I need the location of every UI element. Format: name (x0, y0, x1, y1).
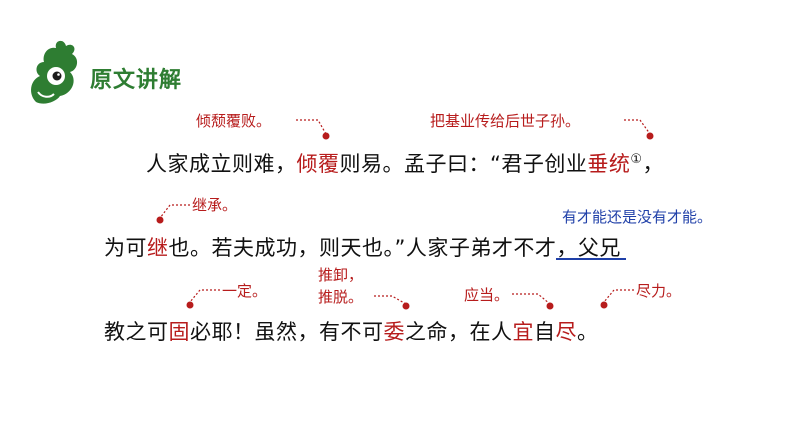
annotation-gu: 一定。 (222, 282, 268, 300)
text-line2-part1: 为可 (104, 236, 147, 260)
text-line1-part3: ， (642, 152, 665, 176)
highlight-jin: 尽 (555, 320, 577, 344)
annotation-chuitong: 把基业传给后世子孙。 (430, 112, 581, 130)
text-line3-part3: 之命，在人 (405, 320, 513, 344)
caibucai-underline (556, 258, 626, 260)
underlined-caibucai: 才不才 (491, 236, 557, 260)
squirrel-logo-icon (26, 36, 86, 108)
highlight-qingfu: 倾覆 (296, 152, 340, 176)
annotation-qingfu: 倾颓覆败。 (196, 112, 272, 130)
highlight-wei: 委 (383, 320, 405, 344)
highlight-chuitong: 垂统 (587, 152, 631, 176)
highlight-yi: 宜 (512, 320, 534, 344)
footnote-marker: ① (630, 152, 643, 167)
annotation-jin: 尽力。 (636, 282, 682, 300)
text-line-1: 人家成立则难，倾覆则易。孟子曰：“君子创业垂统①， (146, 148, 664, 178)
text-line-2: 为可继也。若夫成功，则天也。”人家子弟才不才，父兄 (104, 232, 621, 262)
annotation-yi: 应当。 (464, 286, 510, 304)
text-line-3: 教之可固必耶！虽然，有不可委之命，在人宜自尽。 (104, 316, 599, 346)
section-title: 原文讲解 (90, 68, 183, 93)
annotation-wei-line2: 推脱。 (318, 288, 364, 306)
highlight-ji: 继 (147, 236, 169, 260)
annotation-ji: 继承。 (192, 196, 238, 214)
annotation-wei-line1: 推卸， (318, 266, 364, 284)
text-line3-part5: 。 (577, 320, 599, 344)
text-line1-part1: 人家成立则难， (146, 152, 297, 176)
highlight-gu: 固 (168, 320, 190, 344)
text-line3-part1: 教之可 (104, 320, 169, 344)
text-line2-part2: 也。若夫成功，则天也。”人家子弟 (168, 236, 492, 260)
text-line3-part2: 必耶！虽然，有不可 (190, 320, 384, 344)
annotation-caibucai: 有才能还是没有才能。 (562, 208, 713, 226)
text-line2-part3: ，父兄 (556, 236, 621, 260)
text-line3-part4: 自 (534, 320, 556, 344)
text-line1-part2: 则易。孟子曰：“君子创业 (339, 152, 588, 176)
